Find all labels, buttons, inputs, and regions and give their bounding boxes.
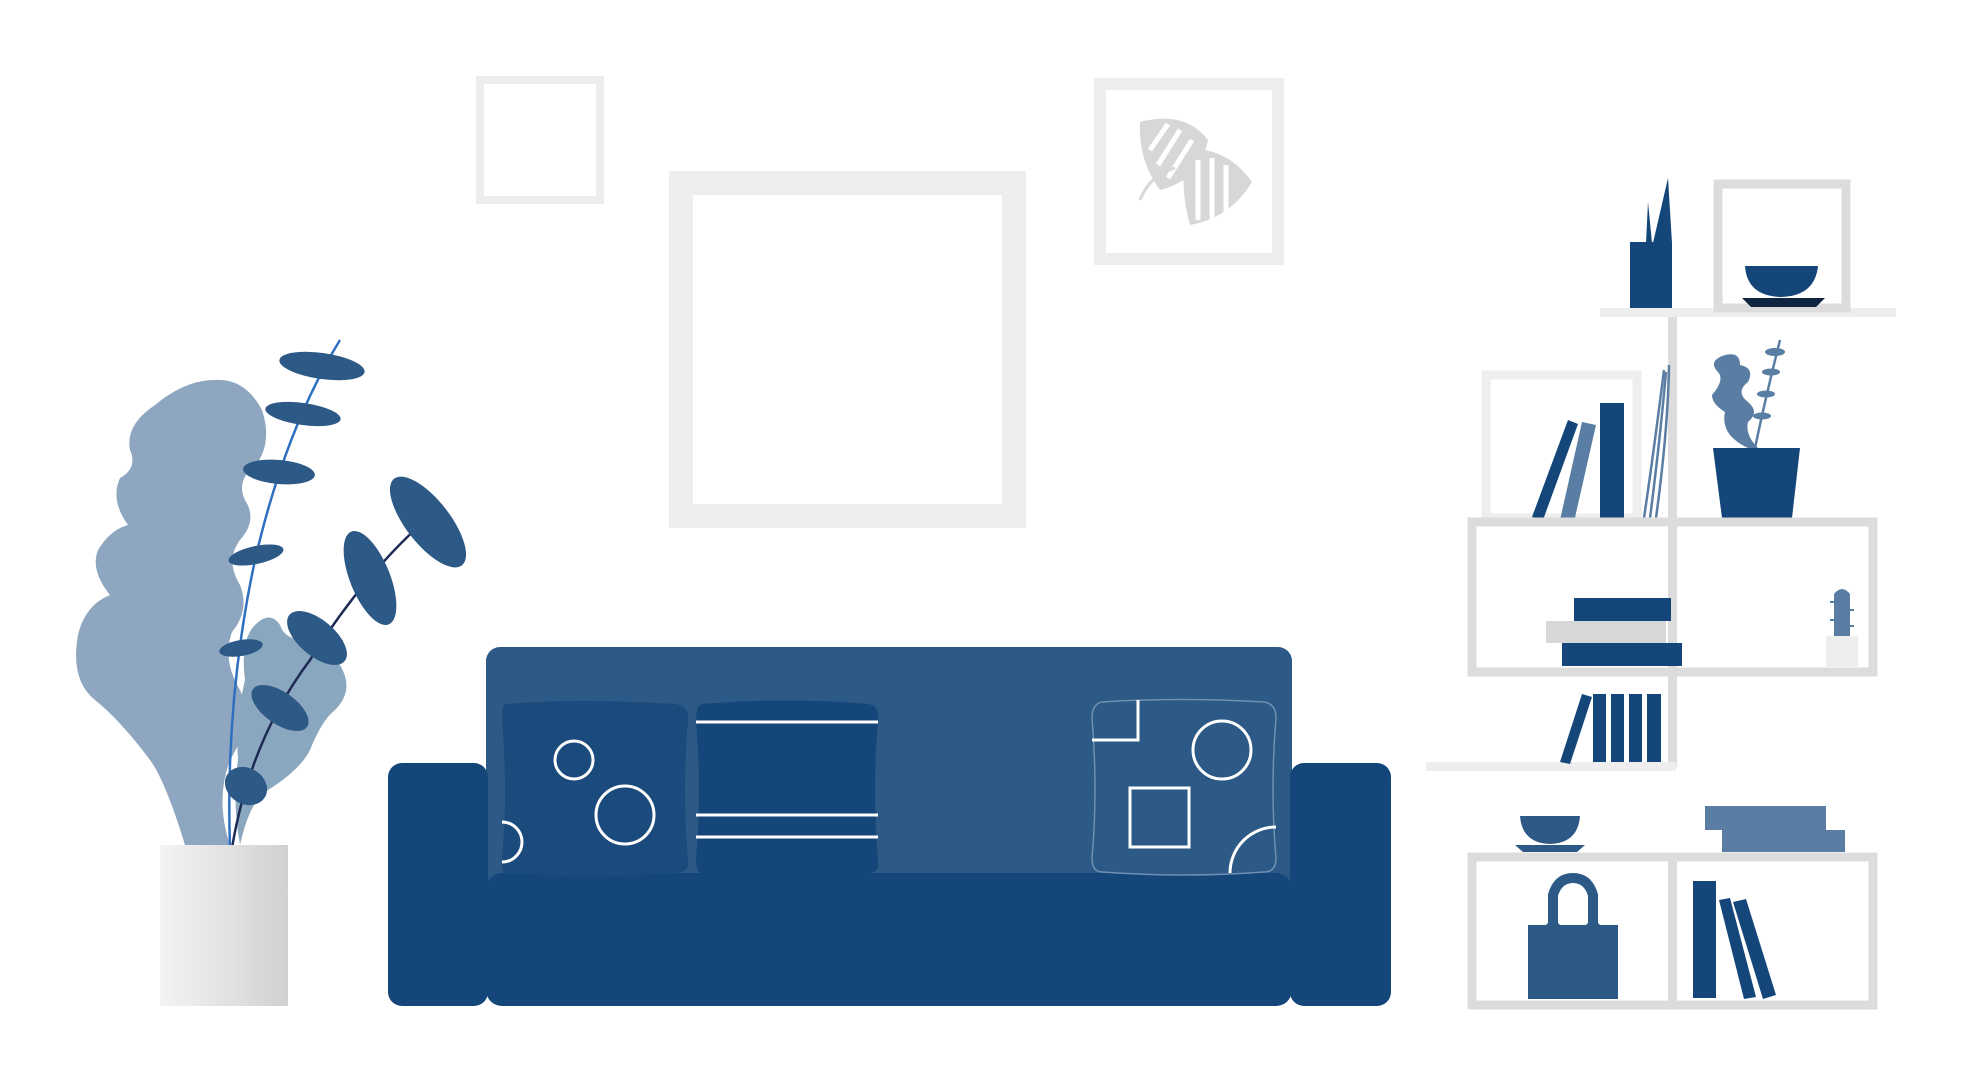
plant-pot xyxy=(160,845,288,1006)
books-icon xyxy=(1532,403,1624,522)
bowl-icon xyxy=(1742,266,1825,307)
cushion-circles-icon xyxy=(501,701,689,877)
books-row-icon xyxy=(1560,694,1661,764)
plant-back-leaf xyxy=(76,379,267,845)
sofa-back xyxy=(486,647,1292,907)
wall-frame-large-icon xyxy=(669,171,1026,528)
handbag-icon xyxy=(1528,872,1618,999)
shelf-plant-icon xyxy=(1712,339,1800,518)
wall-frame-leaf-art-icon xyxy=(1094,78,1284,265)
bowl-icon xyxy=(1515,816,1585,852)
sofa-left-arm xyxy=(388,763,488,1006)
pencil-cup-icon xyxy=(1630,178,1672,308)
books-icon xyxy=(1693,881,1776,999)
sofa-icon xyxy=(388,647,1391,1006)
potted-plant-icon xyxy=(76,339,467,1006)
cushion-stripes-icon xyxy=(696,700,879,877)
stacked-books-icon xyxy=(1705,806,1845,852)
wall-frame-small-icon xyxy=(476,76,604,204)
cactus-icon xyxy=(1826,589,1858,667)
bookshelf-icon xyxy=(1426,178,1896,1010)
sofa-right-arm xyxy=(1290,763,1391,1006)
sofa-seat xyxy=(486,873,1292,1006)
cushion-geometric-icon xyxy=(1091,698,1277,876)
stacked-books-icon xyxy=(1546,598,1682,666)
leaf-art-icon xyxy=(1138,118,1252,225)
